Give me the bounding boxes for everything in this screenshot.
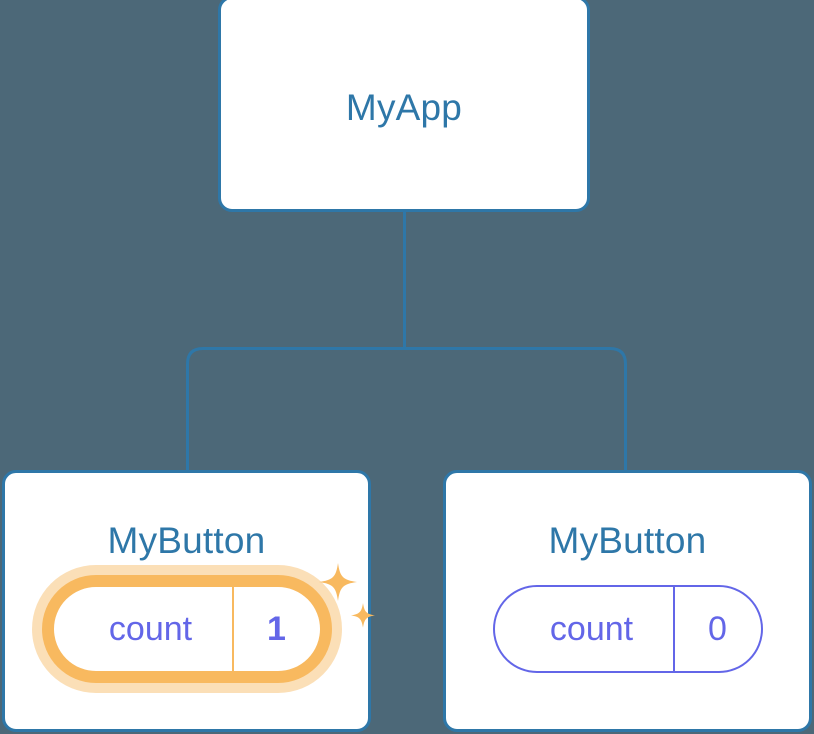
node-title-mybutton-right: MyButton [548, 520, 707, 561]
state-value-right: 0 [672, 587, 761, 671]
state-key-left: count [108, 609, 193, 648]
node-card-mybutton-right[interactable]: MyButton count 0 [443, 470, 812, 732]
state-key-right: count [549, 609, 634, 648]
connector-branch-bar [186, 347, 627, 472]
node-card-myapp[interactable]: MyApp [218, 0, 590, 212]
node-card-mybutton-left[interactable]: MyButton count 1 [2, 470, 375, 732]
state-pill-wrap-left: count 1 [5, 585, 368, 673]
node-title-mybutton-left: MyButton [107, 520, 266, 561]
state-value-left: 1 [231, 587, 320, 671]
state-pill-left[interactable]: count 1 [51, 585, 322, 673]
state-pill-wrap-right: count 0 [446, 585, 809, 673]
state-pill-right[interactable]: count 0 [492, 585, 763, 673]
node-title-myapp: MyApp [345, 87, 463, 128]
